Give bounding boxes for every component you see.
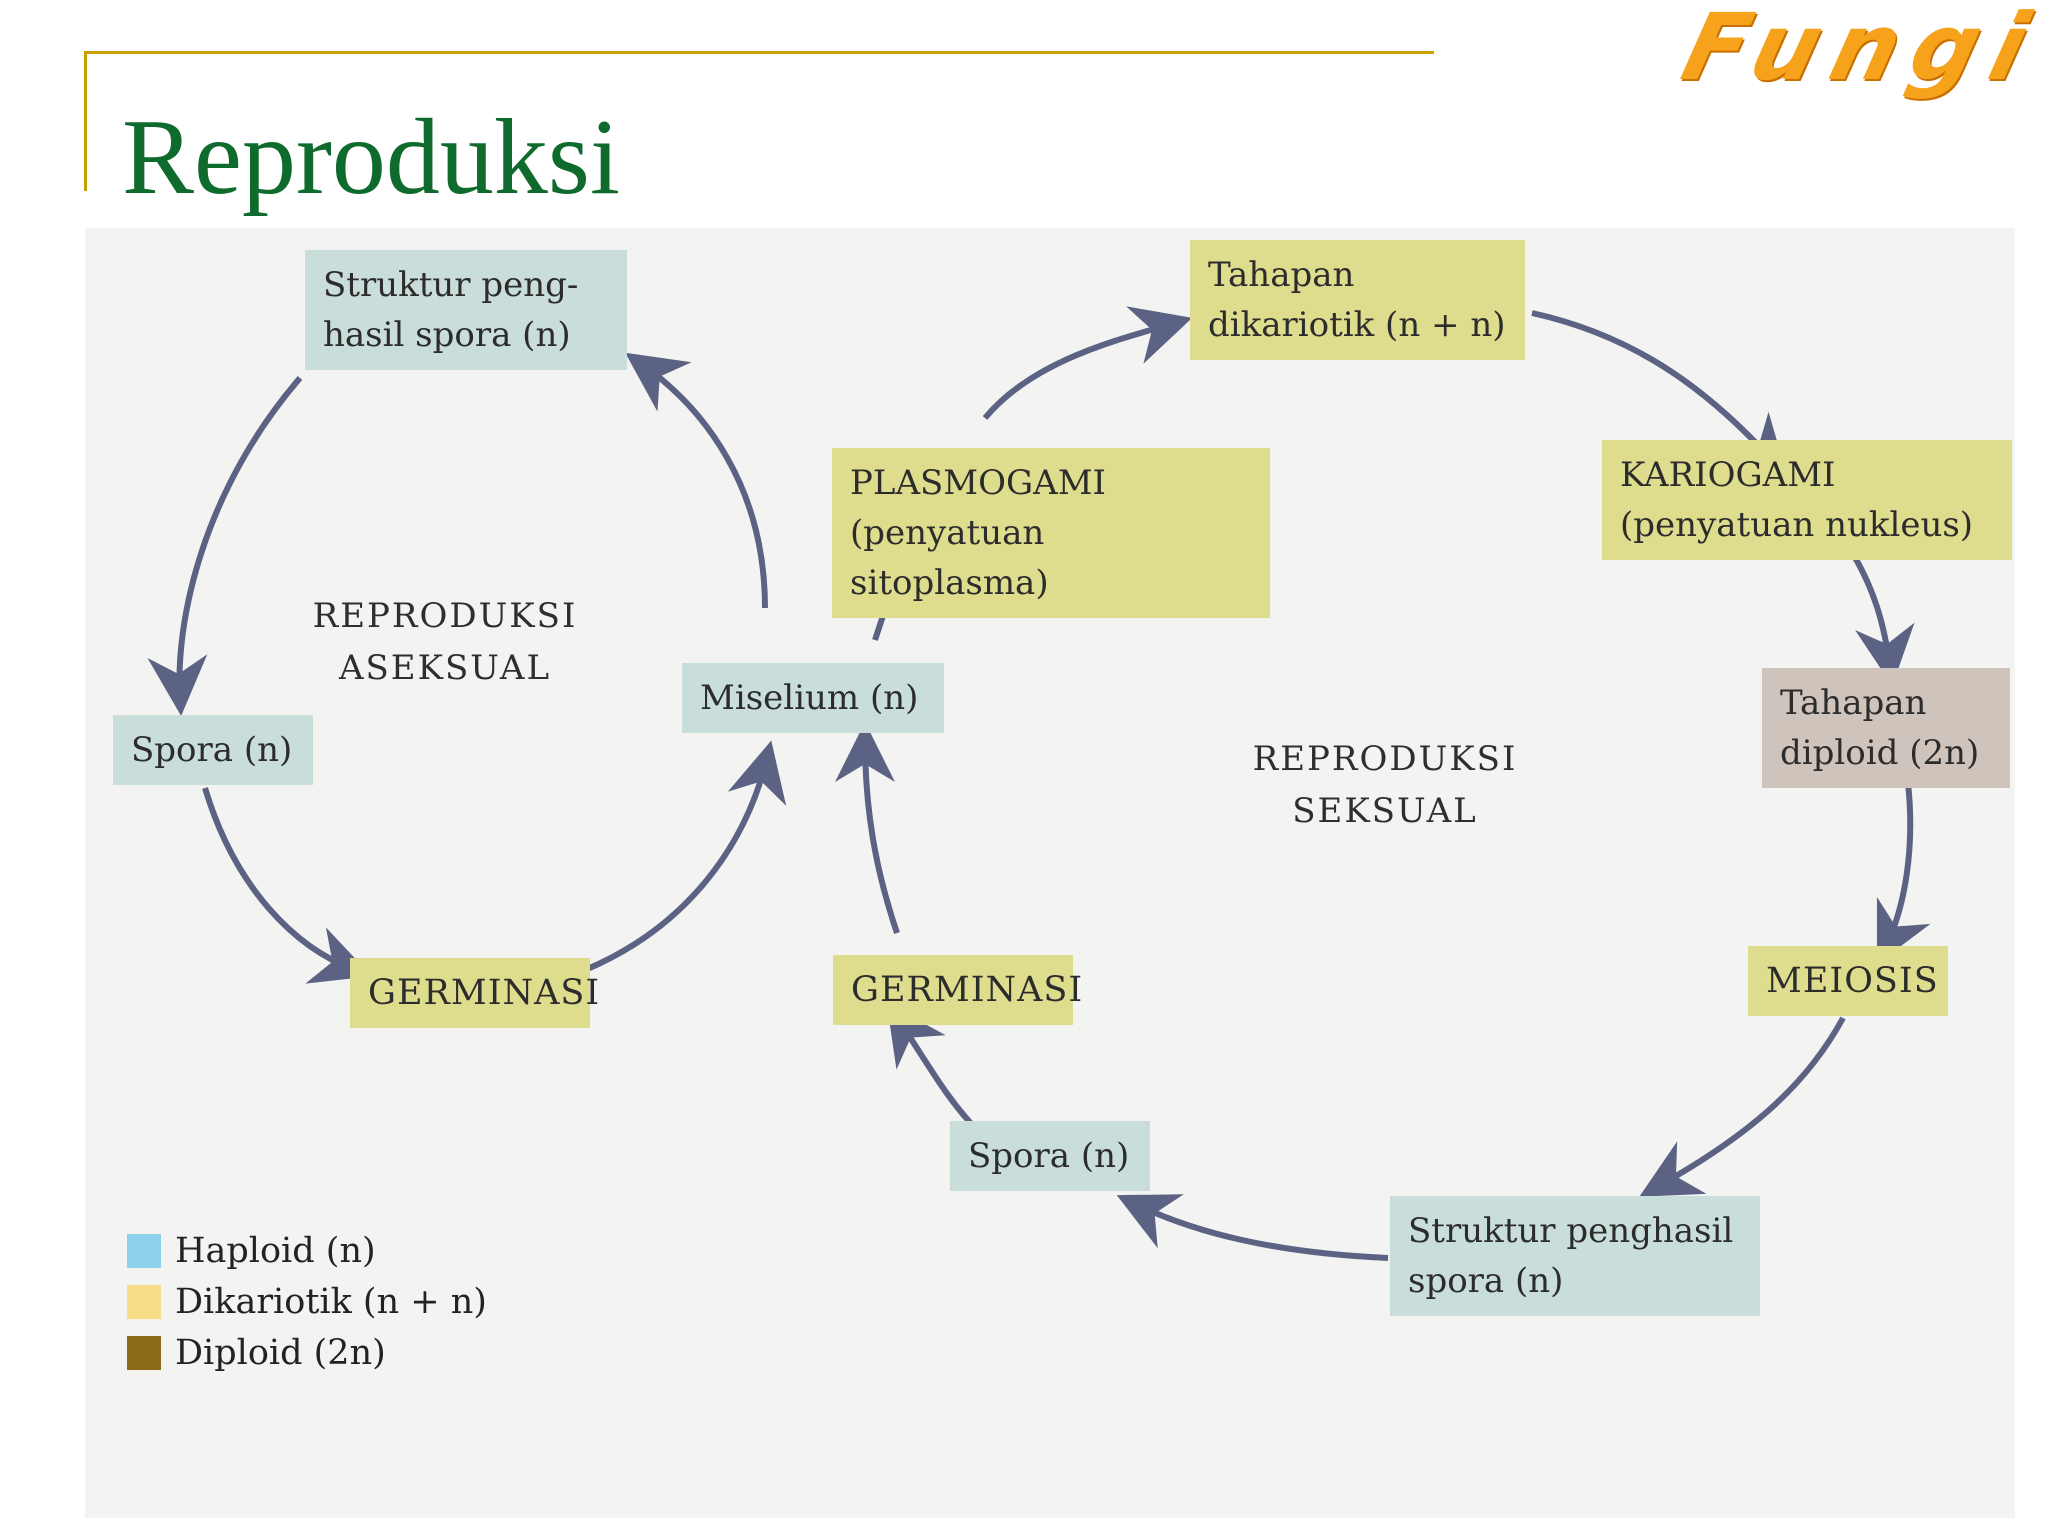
arrow-diploid-to-meiosis [1876, 782, 1931, 965]
node-text: Struktur peng- hasil spora (n) [323, 265, 579, 355]
legend-swatch-diploid [127, 1335, 161, 1370]
legend-item-haploid: Haploid (n) [127, 1225, 487, 1276]
node-meiosis: MEIOSIS [1748, 946, 1948, 1016]
node-text: KARIOGAMI (penyatuan nukleus) [1620, 455, 1974, 545]
legend-label-dikariotik: Dikariotik (n + n) [175, 1281, 487, 1322]
node-text: Tahapan diploid (2n) [1780, 683, 1980, 773]
legend: Haploid (n) Dikariotik (n + n) Diploid (… [127, 1225, 487, 1378]
label-reproduksi-aseksual: REPRODUKSI ASEKSUAL [305, 590, 585, 694]
arrow-germinasi-to-miselium-seksual [835, 722, 900, 934]
legend-item-diploid: Diploid (2n) [127, 1327, 487, 1378]
legend-swatch-dikariotik [127, 1284, 161, 1319]
legend-label-diploid: Diploid (2n) [175, 1332, 386, 1373]
node-tahapan-diploid: Tahapan diploid (2n) [1762, 668, 2010, 788]
brand-logo: Fungi [1672, 0, 2048, 101]
node-struktur-penghasil-spora-aseksual: Struktur peng- hasil spora (n) [305, 250, 627, 370]
label-text: REPRODUKSI SEKSUAL [1252, 739, 1518, 831]
node-germinasi-aseksual: GERMINASI [350, 958, 599, 1028]
arrow-plasmogami-to-dikariotik [982, 306, 1193, 420]
header-rule-vertical [84, 51, 87, 191]
arrow-germinasi-to-miselium [583, 740, 787, 973]
legend-label-haploid: Haploid (n) [175, 1230, 376, 1271]
node-germinasi-seksual: GERMINASI [833, 955, 1082, 1025]
arrow-spora-to-germinasi-seksual [886, 1003, 983, 1136]
node-tahapan-dikariotik: Tahapan dikariotik (n + n) [1190, 240, 1525, 360]
node-plasmogami: PLASMOGAMI (penyatuan sitoplasma) [832, 448, 1270, 618]
node-spora-aseksual: Spora (n) [113, 715, 313, 785]
arrow-dikariotik-to-kariogami [1531, 310, 1788, 477]
label-text: REPRODUKSI ASEKSUAL [312, 596, 578, 688]
label-reproduksi-seksual: REPRODUKSI SEKSUAL [1240, 733, 1530, 837]
life-cycle-figure: Struktur peng- hasil spora (n) Spora (n)… [85, 228, 2015, 1518]
node-kariogami: KARIOGAMI (penyatuan nukleus) [1602, 440, 2012, 560]
header-rule [84, 51, 1434, 54]
node-spora-seksual: Spora (n) [950, 1121, 1150, 1191]
arrow-struktur-to-spora-seksual [1116, 1194, 1389, 1261]
node-text: Struktur penghasil spora (n) [1408, 1211, 1734, 1301]
node-text: PLASMOGAMI (penyatuan sitoplasma) [850, 463, 1106, 603]
node-struktur-penghasil-spora-seksual: Struktur penghasil spora (n) [1390, 1196, 1760, 1316]
node-miselium: Miselium (n) [682, 663, 944, 733]
slide-title: Reproduksi [122, 98, 620, 217]
arrow-meiosis-to-struktur [1639, 1016, 1846, 1197]
arrow-kariogami-to-diploid [1845, 544, 1915, 686]
node-text: Tahapan dikariotik (n + n) [1208, 255, 1506, 345]
arrow-miselium-to-struktur [625, 352, 768, 609]
arrow-struktur-to-spora [147, 376, 303, 716]
legend-item-dikariotik: Dikariotik (n + n) [127, 1276, 487, 1327]
arrow-spora-to-germinasi [202, 787, 372, 984]
legend-swatch-haploid [127, 1233, 161, 1268]
